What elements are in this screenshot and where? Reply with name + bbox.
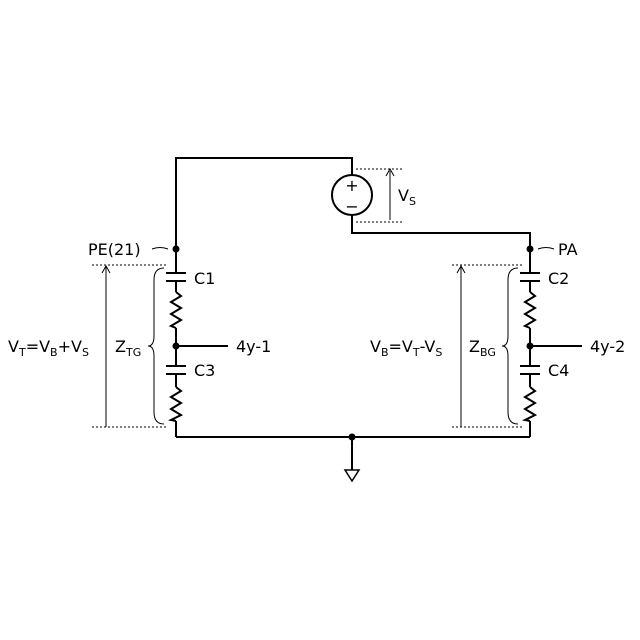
vt-equation: VT=VB+VS	[8, 337, 89, 359]
node-4y-2-label: 4y-2	[590, 337, 625, 356]
pe-leader	[152, 248, 168, 250]
vb-equation: VB=VT-VS	[370, 337, 442, 359]
c3-gap-mask	[170, 367, 182, 373]
pa-label: PA	[558, 240, 578, 259]
c4-gap-mask	[524, 367, 536, 373]
c2-label: C2	[548, 269, 569, 288]
vs-label: VS	[398, 186, 416, 208]
c1-label: C1	[194, 269, 215, 288]
source-plus-sign: +	[345, 176, 358, 195]
c1-gap-mask	[170, 274, 182, 280]
top-left-wire	[176, 158, 352, 437]
pe-label: PE(21)	[88, 240, 141, 259]
zbg-brace	[502, 268, 518, 424]
c4-label: C4	[548, 361, 569, 380]
source-minus-sign: −	[345, 197, 358, 216]
pa-node-dot	[527, 246, 534, 253]
zbg-label: ZBG	[469, 337, 496, 359]
ztg-label: ZTG	[115, 337, 141, 359]
pe-node-dot	[173, 246, 180, 253]
node-4y-1-label: 4y-1	[236, 337, 271, 356]
c3-label: C3	[194, 361, 215, 380]
source-to-right-wire	[352, 215, 530, 268]
ztg-brace	[148, 268, 164, 424]
pa-leader	[538, 248, 554, 250]
c2-gap-mask	[524, 274, 536, 280]
ground-icon	[345, 470, 359, 481]
